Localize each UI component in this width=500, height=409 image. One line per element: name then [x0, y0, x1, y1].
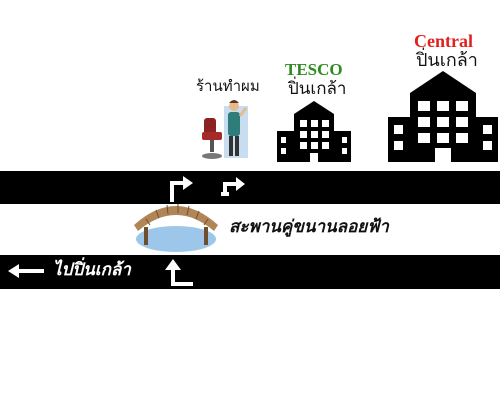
- central-building-icon: [388, 71, 498, 162]
- turn-right-arrow-icon: [170, 176, 193, 202]
- central-branch-label: ปิ่นเกล้า: [416, 50, 478, 71]
- central-brand-label: Central: [414, 31, 473, 51]
- tesco-building-icon: [277, 101, 351, 162]
- lower-road: [0, 255, 500, 289]
- barber-icon: [202, 100, 248, 159]
- turn-right-arrow-icon: [221, 177, 245, 196]
- tesco-brand-label: TESCO: [285, 60, 343, 79]
- arrow-left-icon: [8, 264, 44, 278]
- bridge-icon: [134, 204, 218, 252]
- tesco-branch-label: ปิ่นเกล้า: [288, 79, 347, 99]
- bridge-label: สะพานคู่ขนานลอยฟ้า: [229, 217, 389, 237]
- to-pinklao-label: ไปปิ่นเกล้า: [53, 260, 131, 280]
- up-arrow-icon: [165, 259, 193, 286]
- barber-chair-icon: [202, 118, 222, 159]
- barber-shop-label: ร้านทำผม: [196, 77, 260, 95]
- upper-road: [0, 171, 500, 204]
